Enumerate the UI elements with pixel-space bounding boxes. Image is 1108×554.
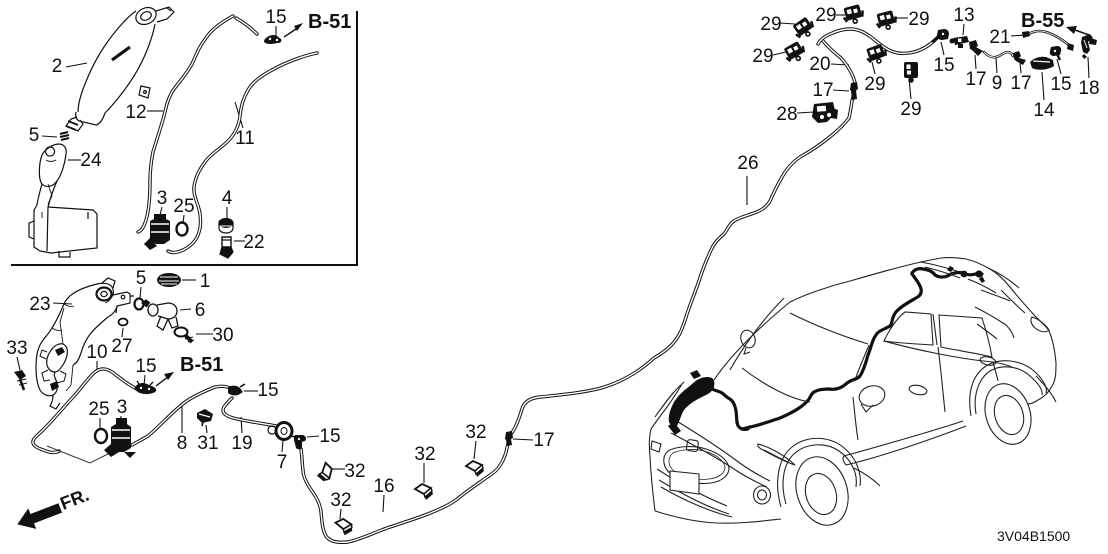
svg-text:5: 5: [136, 268, 147, 289]
svg-text:FR.: FR.: [57, 485, 91, 514]
svg-text:32: 32: [465, 422, 486, 443]
svg-text:29: 29: [815, 5, 836, 26]
svg-text:32: 32: [330, 490, 351, 511]
svg-text:21: 21: [989, 27, 1010, 48]
svg-text:17: 17: [533, 430, 554, 451]
svg-text:11: 11: [235, 128, 255, 149]
svg-text:23: 23: [29, 294, 50, 315]
svg-text:9: 9: [992, 73, 1003, 94]
svg-text:4: 4: [222, 188, 233, 209]
svg-text:19: 19: [231, 433, 252, 454]
svg-text:3: 3: [117, 397, 128, 418]
svg-text:20: 20: [809, 54, 830, 75]
svg-text:17: 17: [965, 69, 986, 90]
svg-text:32: 32: [344, 461, 365, 482]
svg-text:2: 2: [52, 56, 63, 77]
svg-text:7: 7: [277, 452, 288, 473]
svg-text:29: 29: [908, 9, 929, 30]
svg-text:24: 24: [80, 150, 102, 171]
svg-text:29: 29: [760, 14, 781, 35]
svg-text:15: 15: [319, 426, 340, 447]
svg-text:18: 18: [1078, 78, 1099, 99]
svg-text:6: 6: [195, 300, 206, 321]
svg-text:3V04B1500: 3V04B1500: [997, 528, 1070, 544]
svg-text:14: 14: [1033, 100, 1055, 121]
svg-text:28: 28: [776, 104, 797, 125]
svg-text:29: 29: [864, 74, 885, 95]
svg-text:16: 16: [373, 476, 394, 497]
svg-text:27: 27: [111, 336, 132, 357]
svg-text:3: 3: [157, 188, 168, 209]
svg-text:25: 25: [173, 196, 194, 217]
svg-text:15: 15: [135, 356, 156, 377]
svg-text:15: 15: [265, 7, 286, 28]
svg-text:5: 5: [29, 125, 40, 146]
svg-text:26: 26: [737, 153, 758, 174]
svg-text:29: 29: [752, 46, 773, 67]
svg-text:17: 17: [812, 80, 833, 101]
svg-text:29: 29: [900, 99, 921, 120]
svg-text:B-55: B-55: [1021, 10, 1064, 32]
svg-text:30: 30: [212, 325, 233, 346]
svg-text:15: 15: [257, 380, 278, 401]
svg-text:22: 22: [243, 232, 264, 253]
svg-text:10: 10: [86, 342, 107, 363]
svg-text:31: 31: [197, 433, 218, 454]
svg-text:15: 15: [1050, 74, 1071, 95]
svg-text:32: 32: [414, 444, 435, 465]
svg-text:33: 33: [6, 338, 27, 359]
svg-text:25: 25: [88, 399, 109, 420]
svg-text:B-51: B-51: [308, 11, 351, 33]
svg-text:15: 15: [933, 55, 954, 76]
svg-text:8: 8: [177, 433, 188, 454]
svg-text:B-51: B-51: [180, 354, 223, 376]
svg-text:1: 1: [200, 271, 211, 292]
svg-text:12: 12: [125, 102, 146, 123]
svg-text:17: 17: [1010, 73, 1031, 94]
svg-text:13: 13: [953, 5, 974, 26]
